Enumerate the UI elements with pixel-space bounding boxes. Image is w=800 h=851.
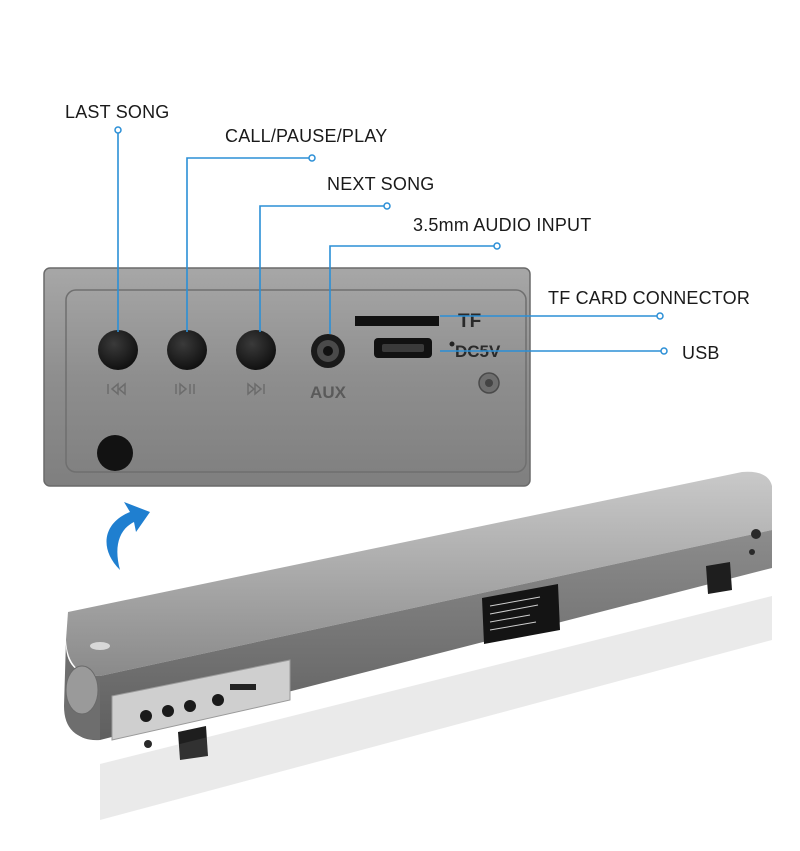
play-pause-button xyxy=(167,330,207,370)
aux-jack xyxy=(311,334,345,368)
callout-lines xyxy=(117,130,664,352)
tf-label: TF xyxy=(458,311,481,332)
callout-endpoints xyxy=(114,126,668,355)
callout-next-song: NEXT SONG xyxy=(327,174,435,194)
curved-arrow-icon xyxy=(106,502,150,570)
usb-port xyxy=(374,338,432,358)
callout-tf-card: TF CARD CONNECTOR xyxy=(548,288,751,308)
next-song-button xyxy=(236,330,276,370)
soundbar xyxy=(64,471,772,760)
callout-call-pause-play: CALL/PAUSE/PLAY xyxy=(225,126,388,146)
callout-last-song: LAST SONG xyxy=(65,102,170,122)
aux-label: AUX xyxy=(310,383,347,402)
tf-card-slot xyxy=(355,316,439,326)
panel-hole xyxy=(97,435,133,471)
last-song-button xyxy=(98,330,138,370)
callout-usb: USB xyxy=(682,343,720,363)
button-glyphs xyxy=(107,382,265,396)
soundbar-reflection xyxy=(100,596,772,820)
callout-audio-input: 3.5mm AUDIO INPUT xyxy=(413,215,592,235)
